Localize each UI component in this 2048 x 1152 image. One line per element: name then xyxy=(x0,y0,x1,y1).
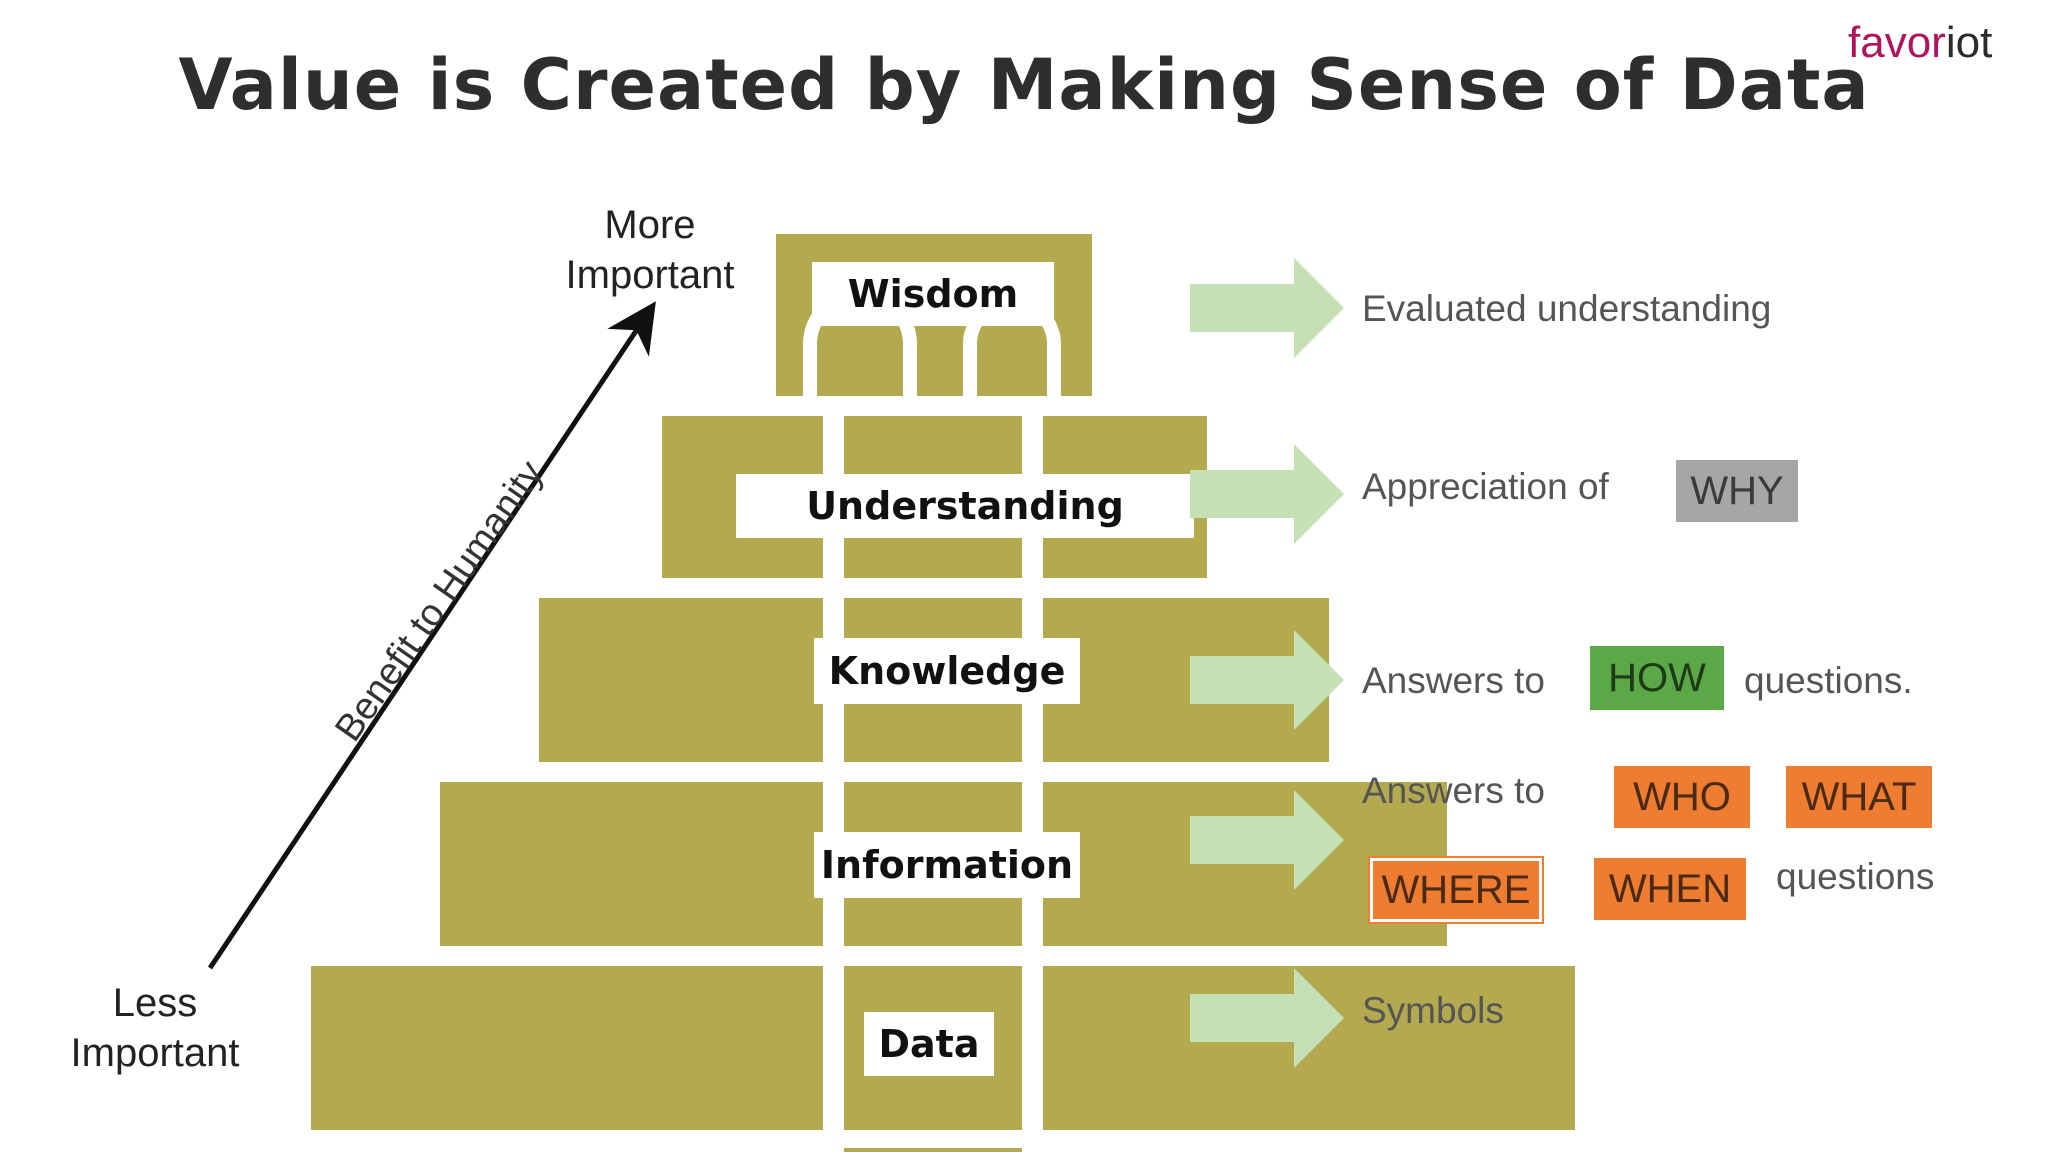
arrow-understanding xyxy=(1190,444,1344,544)
data-block-left xyxy=(311,966,823,1130)
more-label-line1: More xyxy=(604,203,696,247)
desc-knowledge-suffix: questions. xyxy=(1744,660,1913,701)
level-knowledge: Knowledge xyxy=(814,638,1080,704)
less-label-line1: Less xyxy=(112,981,198,1025)
level-information: Information xyxy=(814,832,1080,898)
arrow-data xyxy=(1190,968,1344,1068)
logo-part2: iot xyxy=(1945,18,1993,67)
tag-how: HOW xyxy=(1590,646,1724,710)
desc-data: Symbols xyxy=(1362,990,1504,1031)
tag-what: WHAT xyxy=(1786,766,1932,828)
more-label-line2: Important xyxy=(565,253,735,297)
desc-wisdom: Evaluated understanding xyxy=(1362,288,1772,329)
arrow-knowledge xyxy=(1190,630,1344,730)
base-block xyxy=(844,1148,1022,1152)
desc-information-prefix: Answers to xyxy=(1362,770,1546,811)
knowledge-block-left xyxy=(539,598,823,762)
level-wisdom: Wisdom xyxy=(812,262,1054,326)
tag-who: WHO xyxy=(1614,766,1750,828)
tag-where: WHERE xyxy=(1368,856,1544,924)
desc-understanding-prefix: Appreciation of xyxy=(1362,466,1609,507)
page-title: Value is Created by Making Sense of Data xyxy=(178,44,1870,126)
tag-why: WHY xyxy=(1676,460,1798,522)
less-label-line2: Important xyxy=(70,1031,240,1075)
desc-information-suffix: questions xyxy=(1776,856,1935,897)
tag-when: WHEN xyxy=(1594,858,1746,920)
arrow-wisdom xyxy=(1190,258,1344,358)
information-block-left xyxy=(440,782,823,946)
desc-knowledge-prefix: Answers to xyxy=(1362,660,1546,701)
favoriot-logo: favoriot xyxy=(1848,18,1992,68)
level-understanding: Understanding xyxy=(736,474,1194,538)
less-important-label: Less Important xyxy=(30,978,280,1078)
arrow-information xyxy=(1190,790,1344,890)
more-important-label: More Important xyxy=(520,200,780,300)
logo-part1: favor xyxy=(1848,18,1946,67)
level-data: Data xyxy=(864,1012,994,1076)
